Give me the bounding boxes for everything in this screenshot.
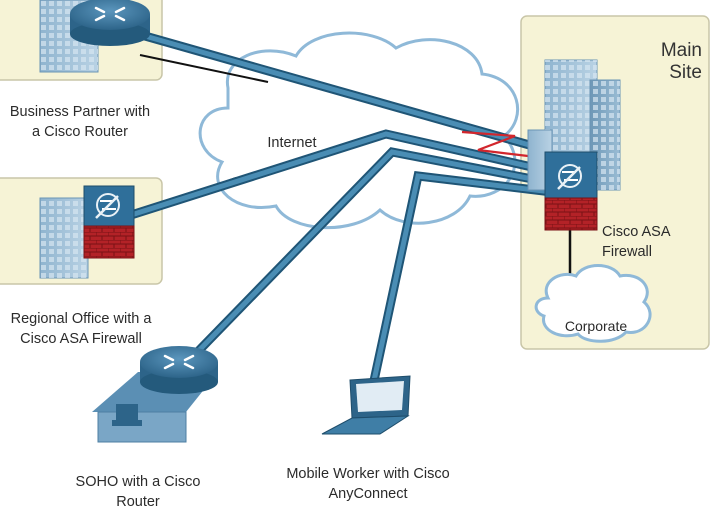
soho-label-line2: Router — [116, 494, 160, 510]
main-site-title-line2: Site — [669, 62, 702, 83]
mobile-laptop-icon — [321, 375, 411, 435]
soho-label-line1: SOHO with a Cisco — [75, 474, 201, 490]
mobile-worker-label: Mobile Worker with Cisco AnyConnect — [270, 464, 466, 504]
main-firewall-label-line2: Firewall — [602, 244, 652, 260]
business-partner-label: Business Partner with a Cisco Router — [0, 102, 160, 142]
regional-office-label: Regional Office with a Cisco ASA Firewal… — [0, 309, 162, 349]
main-asa-firewall-icon — [544, 151, 598, 231]
regional-office-label-line1: Regional Office with a — [10, 311, 152, 327]
business-partner-label-line2: a Cisco Router — [32, 124, 128, 140]
business-partner-router-icon — [70, 0, 150, 46]
vpn-tunnels — [123, 31, 557, 395]
vpn-lightning-icon — [461, 130, 529, 158]
main-firewall-label-line1: Cisco ASA — [602, 224, 671, 240]
regional-asa-firewall-icon — [83, 185, 135, 259]
main-site-title-line1: Main — [660, 40, 702, 61]
soho-router-icon — [140, 346, 218, 394]
mobile-worker-label-line2: AnyConnect — [328, 486, 408, 502]
main-site-title: Main Site — [620, 40, 702, 84]
regional-office-label-line2: Cisco ASA Firewall — [20, 331, 142, 347]
soho-label: SOHO with a Cisco Router — [58, 472, 218, 512]
corporate-cloud — [534, 264, 652, 343]
business-partner-label-line1: Business Partner with — [9, 104, 151, 120]
main-firewall-label: Cisco ASA Firewall — [602, 222, 682, 262]
regional-office-building-icon — [39, 197, 89, 279]
partner-internet-line — [139, 54, 269, 83]
internet-label: Internet — [267, 135, 317, 151]
mobile-worker-label-line1: Mobile Worker with Cisco — [286, 466, 450, 482]
corporate-label: Corporate — [564, 318, 628, 334]
